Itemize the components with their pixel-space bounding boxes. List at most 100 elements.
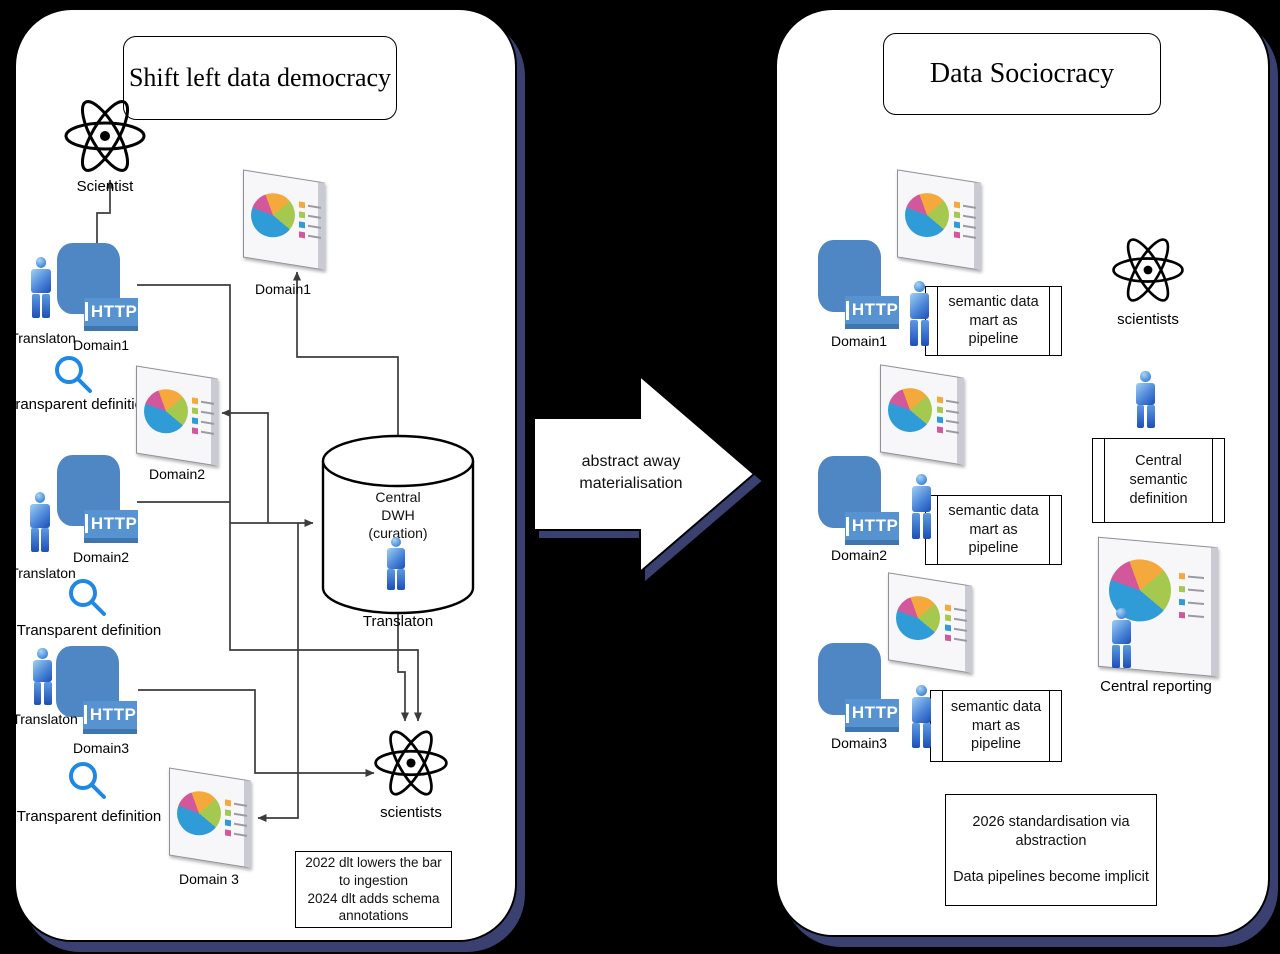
r-scientists-label: scientists: [1104, 311, 1192, 328]
chart-legend: [937, 396, 959, 435]
chart-legend: [954, 201, 976, 240]
http1-domain-label: Domain1: [62, 337, 140, 353]
scientist-atom-icon: [62, 100, 148, 172]
http-icon-domain3: HTTP: [56, 646, 138, 734]
http-bar: [84, 514, 88, 534]
pie-chart-icon: [896, 596, 940, 641]
central-dwh-cylinder: [321, 434, 475, 616]
r-person-icon-2: [908, 474, 935, 546]
domain1-chart-label: Domain1: [233, 281, 333, 297]
http-bar: [845, 300, 849, 320]
r-domain3-chart-icon: [888, 572, 972, 674]
pie-chart-icon: [144, 389, 188, 434]
http-tab: HTTP: [84, 510, 139, 543]
left-note-line1: 2022 dlt lowers the bar to ingestion: [305, 855, 442, 888]
translator1-label: Translaton: [0, 330, 86, 346]
translator2-label-text: Translaton: [10, 565, 76, 581]
right-panel-title: Data Sociocracy: [883, 33, 1161, 115]
scientist-label-text: Scientist: [76, 178, 134, 195]
r-person-icon-1: [906, 281, 933, 353]
chart-legend: [1179, 572, 1204, 620]
semantic-mart-box-1: semantic data mart as pipeline: [925, 286, 1062, 356]
left-note-box: 2022 dlt lowers the bar to ingestion 202…: [295, 851, 452, 928]
right-title-text: Data Sociocracy: [929, 58, 1115, 89]
pie-chart-icon: [888, 388, 932, 433]
scientists-label: scientists: [368, 804, 454, 821]
translator3-label: Translaton: [2, 711, 88, 727]
domain2-chart-label: Domain2: [131, 466, 223, 482]
chart-legend: [299, 201, 321, 240]
left-panel-title: Shift left data democracy: [123, 36, 397, 120]
chart-legend: [225, 799, 247, 838]
scientists-label-text: scientists: [380, 804, 442, 821]
r-http-icon-domain1: HTTP: [818, 240, 900, 330]
semantic-mart-box-2-text: semantic data mart as pipeline: [948, 502, 1039, 557]
r-domain3-label-text: Domain3: [830, 735, 888, 751]
domain3-chart-label: Domain 3: [162, 871, 256, 887]
central-semantic-text: Central semantic definition: [1129, 453, 1188, 507]
domain2-chart-icon: [136, 365, 218, 467]
magnifier-icon-2: [66, 577, 109, 620]
dwh-person-label-text: Translaton: [362, 613, 434, 630]
right-note-line2: Data pipelines become implicit: [953, 869, 1149, 886]
central-semantic-box: Central semantic definition: [1092, 438, 1225, 523]
dwh-person-label: Translaton: [346, 613, 450, 630]
translator3-person-icon: [30, 648, 55, 710]
pie-chart-icon: [251, 193, 295, 238]
http-text: HTTP: [851, 300, 899, 320]
http-text: HTTP: [90, 513, 138, 533]
dwh-title-text: Central DWH (curation): [368, 489, 428, 542]
semantic-mart-box-3-text: semantic data mart as pipeline: [950, 698, 1042, 753]
translator2-label: Translaton: [0, 565, 86, 581]
domain3-chart-label-text: Domain 3: [179, 871, 239, 887]
scientists-atom-icon: [372, 730, 450, 796]
http3-domain-label-text: Domain3: [72, 740, 130, 756]
http2-domain-label-text: Domain2: [72, 549, 130, 565]
chart-legend: [945, 604, 967, 643]
chart-legend: [192, 397, 214, 436]
r-domain1-label: Domain1: [816, 333, 902, 349]
http-bar: [845, 703, 849, 723]
r-domain3-label: Domain3: [816, 735, 902, 751]
transparent-definition1-text: Transparent definition: [6, 396, 152, 413]
http-tab: HTTP: [83, 701, 138, 734]
domain3-chart-icon: [169, 767, 251, 869]
http2-domain-label: Domain2: [62, 549, 140, 565]
transparent-definition3-text: Transparent definition: [16, 808, 162, 825]
r-person-icon-3: [908, 685, 935, 755]
http-tab: HTTP: [84, 298, 139, 331]
http3-domain-label: Domain3: [62, 740, 140, 756]
r-http-icon-domain2: HTTP: [818, 456, 900, 546]
scientist-label: Scientist: [62, 178, 148, 195]
transparent-definition2-text: Transparent definition: [16, 622, 162, 639]
left-note-line2: 2024 dlt adds schema annotations: [307, 890, 440, 924]
r-http-icon-domain3: HTTP: [818, 643, 900, 733]
domain1-chart-icon: [243, 169, 325, 271]
magnifier-icon-1: [52, 354, 95, 397]
http-tab: HTTP: [845, 699, 900, 733]
http-icon-domain2: HTTP: [57, 455, 139, 543]
http-text: HTTP: [851, 703, 899, 723]
left-title-text: Shift left data democracy: [128, 63, 392, 93]
http-bar: [845, 516, 849, 536]
pie-chart-icon: [905, 193, 949, 238]
transparent-definition1-label: Transparent definition: [2, 396, 156, 413]
transparent-definition2-label: Transparent definition: [12, 622, 166, 639]
r-domain1-label-text: Domain1: [830, 333, 888, 349]
translator3-label-text: Translaton: [12, 711, 78, 727]
transition-arrow-text: abstract away materialisation: [579, 453, 683, 492]
http-text: HTTP: [851, 516, 899, 536]
right-note-box: 2026 standardisation via abstraction Dat…: [945, 794, 1157, 906]
transition-arrow: [530, 372, 762, 580]
transition-arrow-label: abstract away materialisation: [551, 451, 711, 494]
r-scientists-label-text: scientists: [1117, 311, 1179, 328]
http-text: HTTP: [90, 301, 138, 321]
http-icon-domain1: HTTP: [57, 243, 139, 331]
translator1-label-text: Translaton: [10, 330, 76, 346]
domain1-chart-label-text: Domain1: [254, 281, 312, 297]
r-scientists-atom-icon: [1110, 238, 1186, 302]
semantic-mart-box-2: semantic data mart as pipeline: [925, 495, 1062, 565]
central-reporting-text: Central reporting: [1100, 678, 1212, 695]
central-semantic-person-icon: [1133, 371, 1158, 433]
